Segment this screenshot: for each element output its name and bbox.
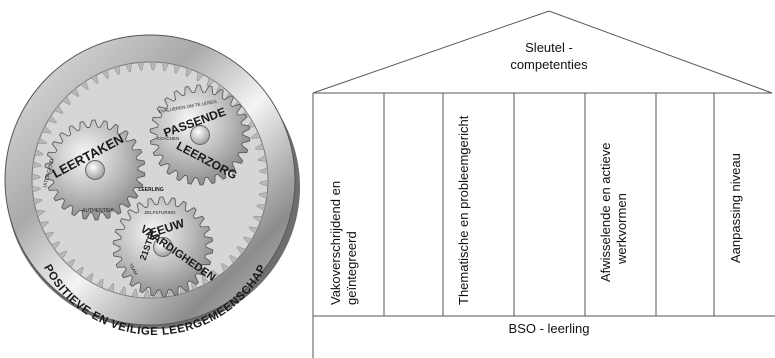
ring-tooth: [61, 96, 71, 106]
ring-tooth: [253, 215, 263, 223]
logo-inner-teeth: [31, 61, 269, 299]
gear-leertaken: [44, 119, 146, 221]
ring-tooth: [137, 61, 145, 71]
svg-text:Thematische en probleemgericht: Thematische en probleemgericht: [456, 115, 471, 305]
svg-text:Vakoverschrijdend en: Vakoverschrijdend en: [328, 181, 343, 305]
ring-tooth: [185, 67, 193, 77]
ring-tooth: [162, 62, 169, 72]
ring-tooth: [33, 198, 43, 205]
ring-tooth: [258, 192, 268, 199]
gear-hub: [85, 160, 105, 180]
ring-tooth: [54, 105, 64, 114]
gear-21e-eeuw-vaardigheden: [112, 196, 214, 298]
ring-tooth: [31, 173, 41, 181]
competence-house: [312, 10, 775, 358]
ring-tooth: [248, 226, 259, 234]
gear-sublabel-authentiek: AUTHENTIEK: [82, 208, 114, 214]
ring-tooth: [44, 231, 54, 240]
pillar-label-aanpassing: Aanpassing niveau: [728, 153, 743, 263]
ring-tooth: [201, 276, 210, 286]
base-label: BSO - leerling: [509, 321, 590, 336]
ring-tooth: [256, 204, 266, 211]
ring-tooth: [255, 143, 265, 150]
ring-tooth: [37, 137, 47, 145]
gear-hub: [153, 237, 173, 257]
ring-tooth: [196, 71, 204, 82]
ring-tooth: [211, 270, 220, 280]
gear-sublabel-team: TEAM: [128, 263, 139, 277]
ring-tooth: [119, 286, 126, 296]
gear-logo: LEERTAKEN UITDAGEND AUTHENTIEK PASSENDE …: [4, 34, 300, 338]
ring-tooth: [243, 236, 253, 245]
ring-tooth: [236, 246, 246, 255]
ring-tooth: [149, 61, 157, 71]
ring-tooth: [41, 126, 52, 134]
ring-tooth: [143, 289, 151, 299]
ring-tooth: [90, 74, 99, 84]
ring-tooth: [259, 167, 269, 175]
ring-tooth: [66, 259, 76, 269]
ring-tooth: [174, 64, 181, 74]
ring-tooth: [107, 283, 115, 293]
ring-tooth: [35, 210, 45, 217]
ring-tooth: [50, 241, 60, 250]
ring-tooth: [113, 65, 120, 75]
ring-tooth: [220, 262, 230, 273]
gear-sublabel-zelfsturing: ZELFSTURING: [144, 210, 176, 215]
gear-hub: [190, 125, 210, 145]
ring-tooth: [39, 221, 49, 229]
pillar-label-thematische: Thematische en probleemgericht: [456, 115, 471, 305]
svg-text:Aanpassing niveau: Aanpassing niveau: [728, 153, 743, 263]
ring-tooth: [85, 273, 94, 283]
ring-tooth: [125, 63, 132, 73]
ring-tooth: [32, 161, 42, 168]
ring-tooth: [229, 254, 239, 264]
ring-tooth: [47, 115, 57, 124]
ring-tooth: [34, 149, 44, 156]
ring-tooth: [251, 131, 261, 139]
ring-tooth: [80, 80, 89, 90]
pillar-label-afwisselende: Afwisselende en actieve werkvormen: [598, 143, 629, 282]
ring-tooth: [131, 288, 138, 298]
ring-tooth: [70, 87, 80, 98]
pillar-label-vakoverschrijdend: Vakoverschrijdend en geïntegreerd: [328, 181, 359, 305]
ring-tooth: [75, 266, 84, 276]
svg-text:werkvormen: werkvormen: [614, 193, 629, 265]
center-label-leerling: LEERLING: [138, 187, 163, 193]
ring-tooth: [259, 179, 269, 187]
svg-text:geïntegreerd: geïntegreerd: [344, 231, 359, 305]
ring-tooth: [257, 155, 267, 162]
gear-sublabel-coachen: COACHEN: [157, 136, 180, 141]
roof-label-line2: competenties: [510, 57, 588, 72]
roof-label-line1: Sleutel -: [525, 40, 573, 55]
ring-tooth: [57, 250, 68, 260]
gear-passende-leerzorg: [149, 84, 251, 186]
svg-text:Afwisselende en actieve: Afwisselende en actieve: [598, 143, 613, 282]
ring-tooth: [96, 278, 104, 289]
ring-tooth: [101, 69, 109, 79]
ring-tooth: [31, 185, 41, 193]
